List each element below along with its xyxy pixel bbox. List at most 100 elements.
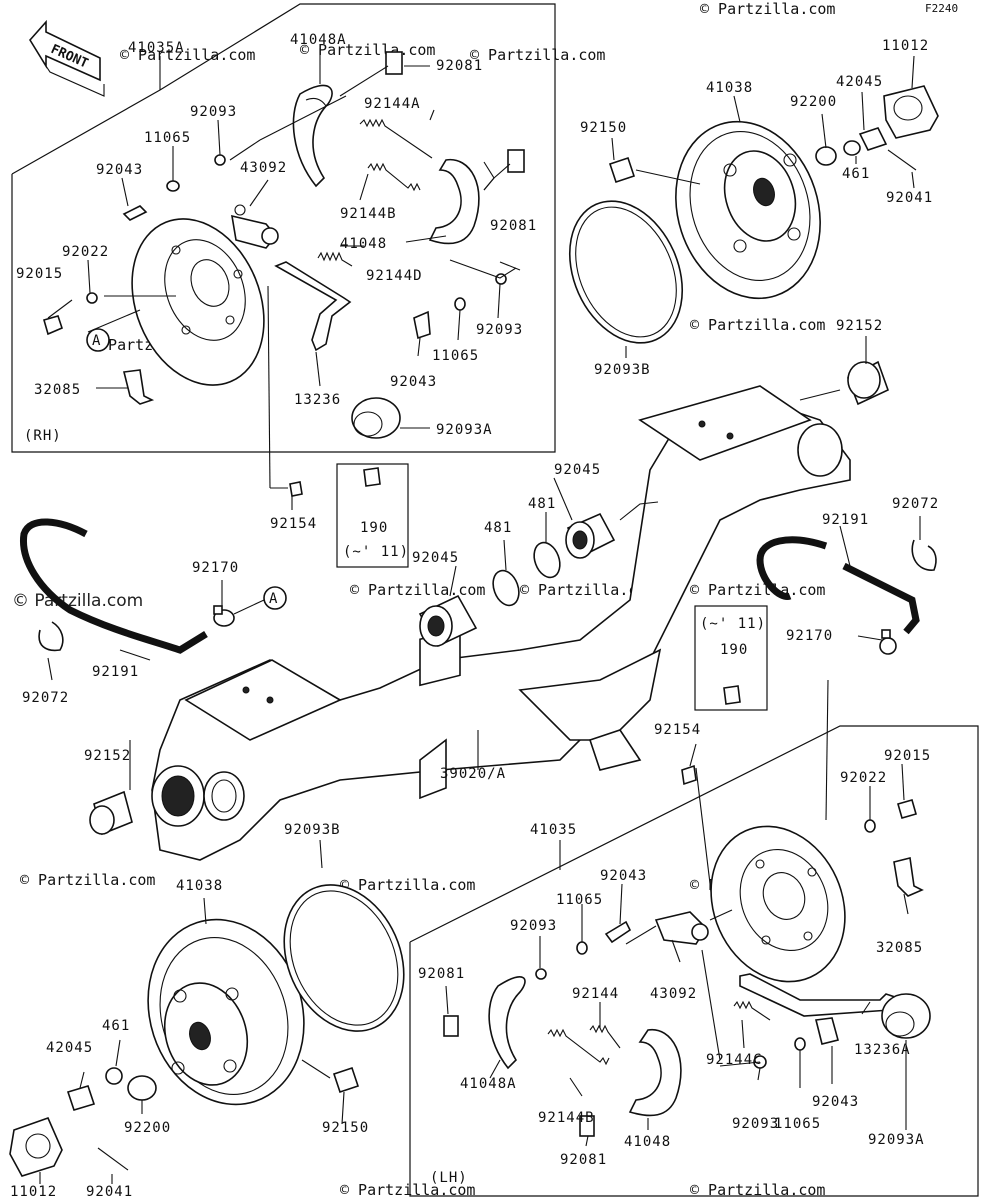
spring-92144B-lh [547,1028,610,1066]
part-label: 92043 [600,868,647,884]
part-label: 92144B [340,206,397,222]
rh-label: (RH) [24,428,62,444]
part-label: 92043 [390,374,437,390]
clamp-92170-right [879,629,897,655]
watermark: © Partzilla.com [350,581,485,599]
spring-92144 [589,1024,621,1049]
watermark: © Partzilla.com [700,0,835,18]
part-label: 92081 [560,1152,607,1168]
part-label: 92093 [510,918,557,934]
nut-92015-a [43,315,63,336]
bearing-92045-lower [418,594,478,648]
clip-92081-a [385,51,403,75]
bolt-92154-b [681,764,697,786]
leader-lines-axle [47,285,921,901]
part-label: 11012 [10,1184,57,1200]
washer-92200-b [127,1075,157,1101]
part-label: 13236 [294,392,341,408]
parking-lever-13236 [274,261,352,352]
part-label: 92200 [790,94,837,110]
part-label: 481 [528,496,556,512]
part-label: 92144C [706,1052,763,1068]
watermark: © Partzilla.com [340,876,475,894]
nut-42045-a [858,127,888,151]
clip-92081-d [579,1115,595,1137]
part-label: 32085 [876,940,923,956]
part-label: 41048A [290,32,347,48]
diagram-code: F2240 [925,2,958,15]
part-label: 92154 [654,722,701,738]
part-label: 11065 [432,348,479,364]
bushing-92152-right [846,360,889,406]
parking-lever-13236A [739,973,900,1017]
cap-11012-a [883,85,939,139]
part-label: 92081 [436,58,483,74]
bolt-92150-b [332,1066,360,1094]
part-label: 92191 [92,664,139,680]
clip-32085-a [123,369,155,405]
part-label: 41035A [128,40,185,56]
part-label: 92093A [868,1132,925,1148]
clip-92081-c [443,1015,459,1037]
note-label-right: (~' 11) [700,616,766,632]
part-label: 92093A [436,422,493,438]
part-label: 42045 [46,1040,93,1056]
lh-assembly-box [409,725,979,1197]
part-label: 92015 [16,266,63,282]
part-label: 92144 [572,986,619,1002]
note-label-top: (~' 11) [343,544,409,560]
lh-label: (LH) [430,1170,468,1186]
washer-11065-b [454,297,466,311]
washer-11065-d [794,1037,806,1051]
part-label: 43092 [240,160,287,176]
backing-plate-rh [131,218,265,386]
seal-ring-92093B-top [568,200,684,344]
breather-hose-92191-left [20,518,208,654]
part-label: 92043 [812,1094,859,1110]
part-label: 11065 [144,130,191,146]
cotter-pin-92041-a [887,149,917,171]
part-label: 43092 [650,986,697,1002]
part-label: 92081 [490,218,537,234]
part-label: 92022 [62,244,109,260]
brake-shoe-41048A-lh [488,976,526,1070]
pin-92043-a [122,205,148,221]
part-label: 41035 [530,822,577,838]
clamp-92170-left [213,605,235,627]
part-label: 92072 [892,496,939,512]
watermark: © Partzilla.com [690,581,825,599]
wheel-cylinder-rh [231,204,279,249]
part-label: 92093 [476,322,523,338]
part-label: 11065 [556,892,603,908]
part-labels: 41035A 41048A 92081 92093 11065 92144A 4… [10,32,939,1200]
watermark: © Partzilla.com [340,1181,475,1199]
part-label: 92022 [840,770,887,786]
brake-shoe-41048-lh [628,1028,682,1117]
pin-92043-d [815,1017,839,1045]
washer-92093-c [535,968,547,980]
part-label: 92043 [96,162,143,178]
washer-92022-b [864,819,876,833]
part-label: 92045 [412,550,459,566]
part-label: 92150 [322,1120,369,1136]
part-label: 92152 [836,318,883,334]
part-label: 92170 [192,560,239,576]
note-part-label: 190 [360,520,388,536]
washer-461-a [843,140,861,156]
grommet-92093A-a [351,397,401,439]
part-label: 92045 [554,462,601,478]
part-label: 41048 [624,1134,671,1150]
snap-ring-481-b [533,541,561,579]
part-label: 13236A [854,1042,911,1058]
part-label: 92170 [786,628,833,644]
spring-92144C [733,1000,771,1021]
part-label: 41048A [460,1076,517,1092]
leader-lines-drum-top [611,55,915,358]
watermark: © Partzilla.com [470,46,605,64]
part-label: 92093B [284,822,341,838]
partzilla-watermark: © Partzilla.com [12,591,143,611]
part-label: 461 [102,1018,130,1034]
part-label: 92072 [22,690,69,706]
note-box-right [694,605,768,711]
breather-hose-92191-right [756,536,828,600]
